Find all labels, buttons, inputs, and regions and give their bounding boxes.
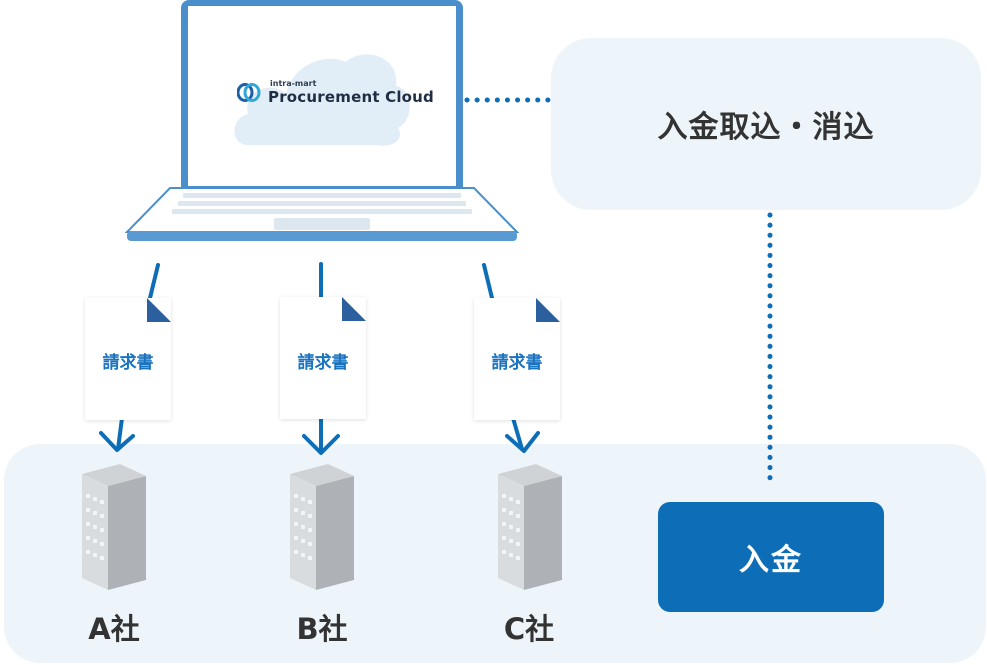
- payment-label: 入金: [739, 543, 803, 578]
- process-label: 入金取込・消込: [657, 110, 875, 145]
- company-b-label: B社: [296, 612, 348, 646]
- folded-corner-icon: [342, 297, 366, 321]
- payment-box: 入金: [658, 502, 884, 612]
- invoice-document: 請求書: [85, 298, 171, 420]
- invoice-document: 請求書: [474, 298, 560, 420]
- laptop-base-icon: [124, 187, 520, 241]
- invoice-label: 請求書: [297, 353, 349, 373]
- folded-corner-icon: [147, 298, 171, 322]
- folded-corner-icon: [536, 298, 560, 322]
- building-icon: [82, 464, 146, 590]
- invoice-label: 請求書: [102, 353, 154, 373]
- logo-small-text: intra-mart: [270, 79, 317, 88]
- company-a-label: A社: [88, 612, 140, 646]
- logo-main-text: Procurement Cloud: [268, 88, 434, 106]
- payment-import-reconcile-box: 入金取込・消込: [551, 38, 981, 210]
- cloud-icon: [234, 54, 410, 146]
- building-icon: [290, 464, 354, 590]
- invoice-document: 請求書: [280, 297, 366, 419]
- building-icon: [498, 464, 562, 590]
- company-c-label: C社: [503, 612, 555, 646]
- invoice-label: 請求書: [491, 353, 543, 373]
- intra-mart-logo-icon: [237, 83, 261, 102]
